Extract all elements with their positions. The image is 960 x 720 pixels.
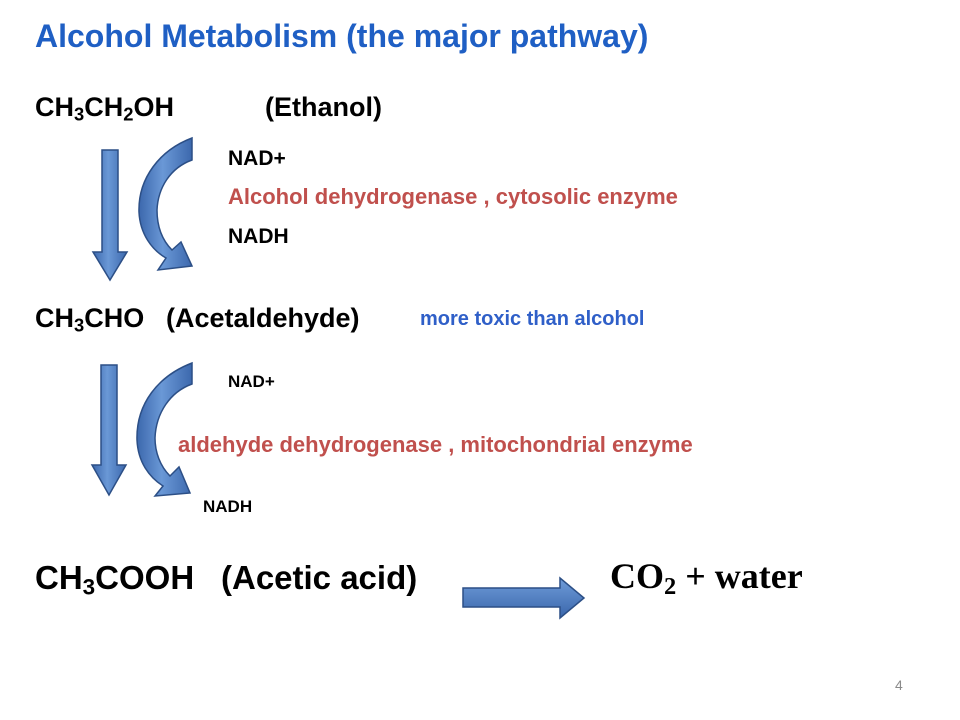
ethanol-formula: CH3CH2OH — [35, 92, 174, 125]
ethanol-name: (Ethanol) — [265, 92, 382, 122]
step2-nad-plus: NAD+ — [228, 372, 275, 391]
acetic-acid-formula: CH3COOH — [35, 559, 195, 600]
acetic-acid-name: (Acetic acid) — [221, 559, 418, 596]
product-arrow — [462, 576, 586, 620]
step2-nadh: NADH — [203, 497, 253, 516]
acetaldehyde-name: (Acetaldehyde) — [166, 303, 360, 333]
step2-enzyme: aldehyde dehydrogenase , mitochondrial e… — [178, 432, 693, 457]
step1-curved-arrow — [138, 136, 194, 271]
step2-curved-arrow — [136, 361, 193, 497]
final-products: CO2 + water — [610, 556, 803, 601]
step2-down-arrow — [90, 364, 128, 497]
step1-down-arrow — [91, 149, 129, 282]
step1-enzyme: Alcohol dehydrogenase , cytosolic enzyme — [228, 184, 678, 209]
acetaldehyde-formula: CH3CHO — [35, 303, 145, 336]
step1-nadh: NADH — [228, 225, 289, 248]
toxicity-note: more toxic than alcohol — [420, 308, 645, 330]
page-number: 4 — [895, 677, 903, 693]
step1-nad-plus: NAD+ — [228, 147, 286, 170]
slide-title: Alcohol Metabolism (the major pathway) — [35, 18, 649, 54]
